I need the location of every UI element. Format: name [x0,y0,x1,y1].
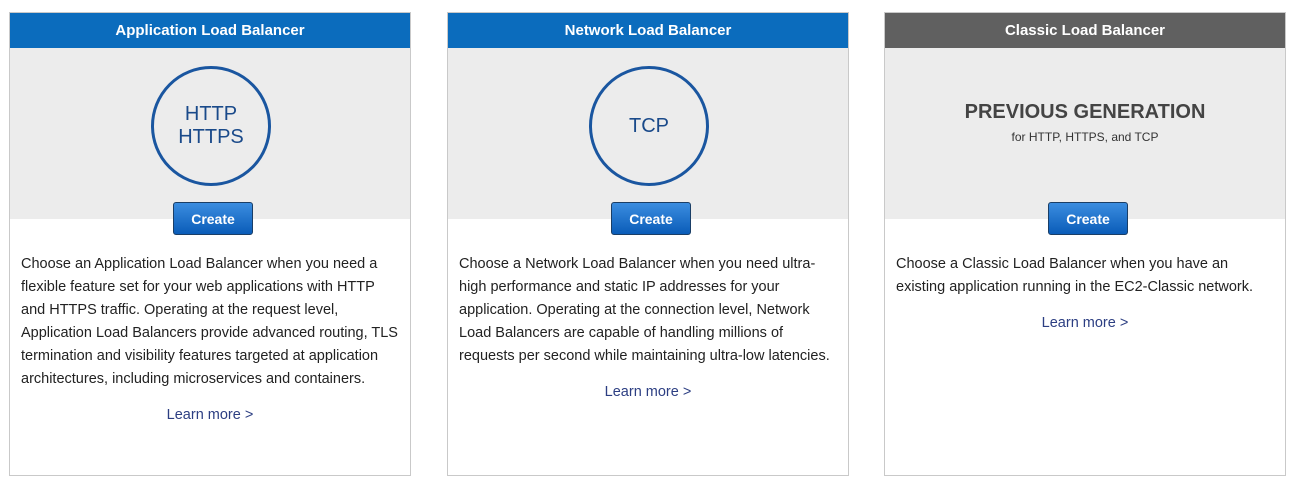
learn-more-application-link[interactable]: Learn more > [166,407,254,423]
card-application-load-balancer: Application Load Balancer HTTP HTTPS Cre… [9,12,411,476]
previous-generation-title: PREVIOUS GENERATION [964,101,1206,123]
card-description-application: Choose an Application Load Balancer when… [21,256,398,387]
protocol-label-tcp: TCP [629,114,669,137]
learn-more-classic-link[interactable]: Learn more > [1041,315,1129,331]
card-network-load-balancer: Network Load Balancer TCP Create Choose … [447,12,849,476]
previous-generation-block: PREVIOUS GENERATION for HTTP, HTTPS, and… [885,101,1285,144]
create-network-load-balancer-button[interactable]: Create [611,202,691,235]
card-header-classic: Classic Load Balancer [885,13,1285,48]
card-header-application: Application Load Balancer [10,13,410,48]
card-hero-classic: PREVIOUS GENERATION for HTTP, HTTPS, and… [885,48,1285,235]
card-hero-network: TCP Create [448,48,848,235]
card-description-classic: Choose a Classic Load Balancer when you … [896,256,1254,295]
learn-more-network-link[interactable]: Learn more > [604,384,692,400]
card-hero-application: HTTP HTTPS Create [10,48,410,235]
create-classic-load-balancer-button[interactable]: Create [1048,202,1128,235]
protocol-label-https: HTTPS [178,126,244,148]
protocol-label-http: HTTP [184,103,238,125]
protocol-circle-tcp: TCP [589,66,709,186]
create-application-load-balancer-button[interactable]: Create [173,202,253,235]
card-description-network: Choose a Network Load Balancer when you … [459,256,830,364]
card-classic-load-balancer: Classic Load Balancer PREVIOUS GENERATIO… [884,12,1286,476]
previous-generation-subtitle: for HTTP, HTTPS, and TCP [1011,130,1159,144]
card-header-network: Network Load Balancer [448,13,848,48]
protocol-circle-http-https: HTTP HTTPS [151,66,271,186]
